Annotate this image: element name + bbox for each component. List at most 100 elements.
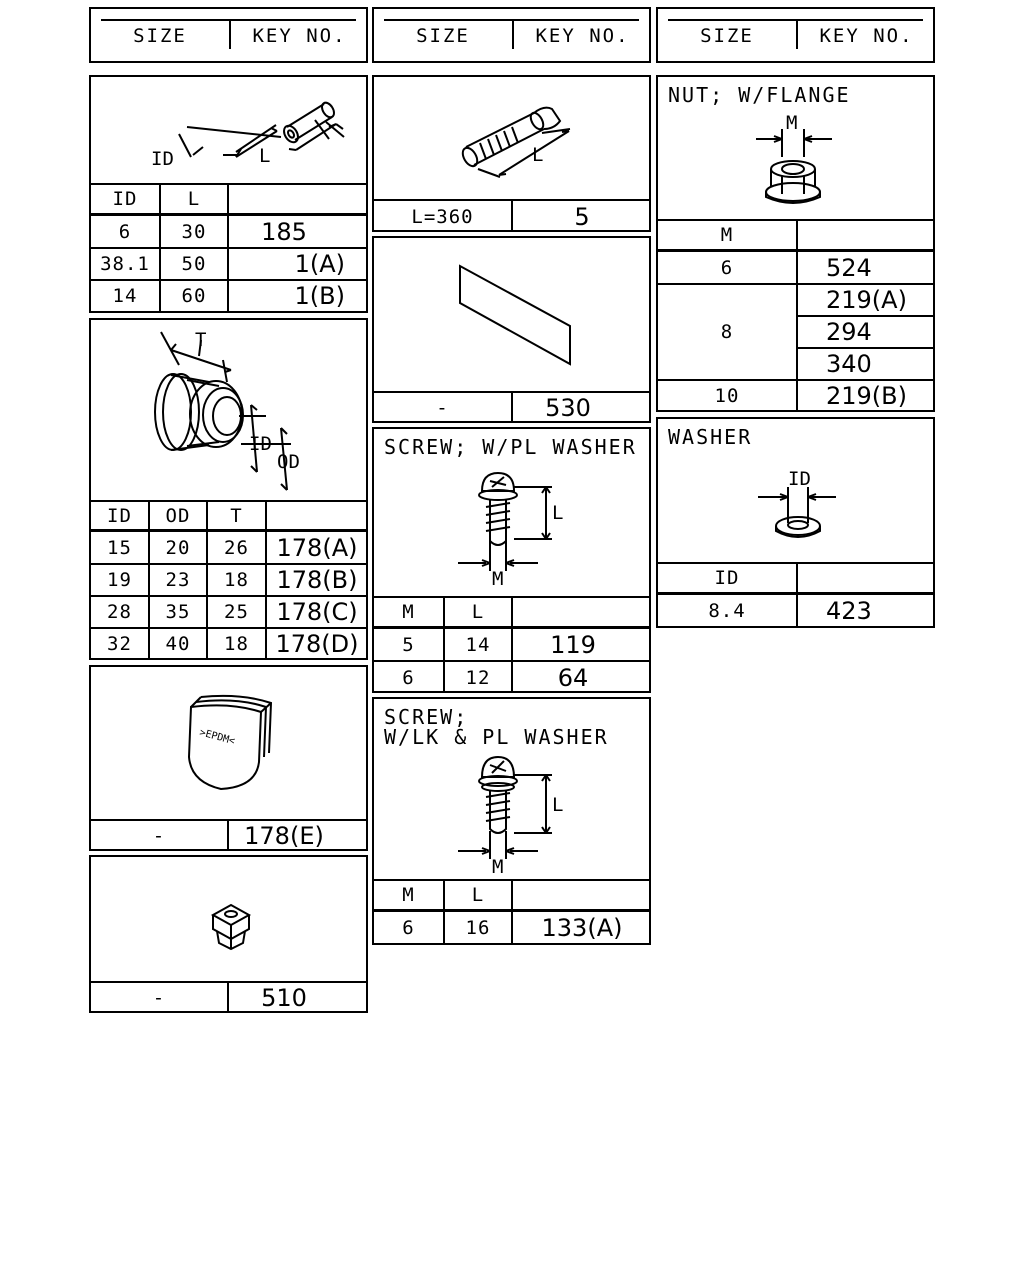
- washer-icon: ID: [758, 468, 836, 538]
- key-number: 1(B): [294, 282, 345, 310]
- key-number: 510: [261, 984, 307, 1012]
- grommet-header-t: T: [230, 504, 243, 527]
- table-cell: 15: [107, 536, 132, 559]
- part-clip-nut: - 510: [89, 855, 368, 1013]
- stud-size: L=360: [411, 205, 474, 228]
- grommet-icon: T ID OD: [154, 329, 300, 491]
- screw1-header-l: L: [471, 601, 485, 623]
- screw2-title-line2: W/LK & PL WASHER: [384, 725, 609, 749]
- key-number: 178(B): [276, 566, 358, 594]
- part-washer: WASHER ID ID 8.4 423: [656, 417, 935, 628]
- key-number: 423: [826, 596, 872, 625]
- table-cell: 6: [720, 256, 734, 279]
- nut-header-m: M: [720, 224, 734, 246]
- table-cell: 40: [165, 633, 191, 655]
- table-cell: 16: [465, 916, 491, 939]
- header-size-label: SIZE: [133, 25, 187, 47]
- stud-bolt-icon: L: [461, 106, 571, 178]
- table-cell: 35: [165, 601, 191, 623]
- table-cell: 18: [224, 633, 249, 655]
- table-cell: 6: [118, 220, 132, 243]
- nut-flange-icon: M: [756, 112, 832, 204]
- table-cell: 25: [224, 601, 249, 623]
- table-cell: 20: [165, 536, 191, 559]
- tube-header-l: L: [187, 188, 201, 210]
- header-key-label: KEY NO.: [819, 25, 914, 47]
- key-number: 340: [826, 350, 872, 378]
- table-cell: 30: [181, 220, 207, 243]
- cap-epdm-icon: >EPDM<: [187, 694, 273, 791]
- part-grommet: T ID OD ID OD T 15 20 26 178(A) 19 23 18…: [89, 318, 368, 660]
- screw1-dim-m: M: [492, 568, 503, 590]
- part-spacer-tube: ID L ID L 6 30 185 38.1 50 1(A) 14 60 1(…: [89, 75, 368, 313]
- tube-dim-id: ID: [151, 148, 174, 170]
- table-cell: 28: [107, 601, 132, 623]
- table-cell: 14: [112, 285, 138, 307]
- grommet-header-od: OD: [165, 504, 191, 527]
- table-cell: 12: [465, 666, 491, 689]
- key-number: 524: [826, 253, 872, 282]
- square-nut-clip-icon: [210, 903, 252, 951]
- nut-dim-m: M: [786, 112, 797, 134]
- screw2-dim-l: L: [552, 794, 563, 816]
- table-cell: 60: [181, 285, 207, 307]
- key-number: 219(B): [826, 382, 907, 410]
- washer-header-id: ID: [714, 567, 740, 589]
- key-number: 1(A): [294, 250, 345, 278]
- tape-strip-icon: [459, 264, 571, 366]
- table-cell: 50: [181, 253, 207, 275]
- screw1-dim-l: L: [552, 502, 563, 524]
- table-cell: 10: [714, 385, 740, 407]
- key-number: 294: [826, 318, 872, 346]
- screw-pl-washer-icon: L M: [458, 471, 563, 590]
- key-number: 219(A): [826, 286, 907, 314]
- nut-title: NUT; W/FLANGE: [668, 83, 851, 107]
- key-number: 185: [261, 217, 307, 246]
- part-stud-bolt: L L=360 5: [372, 75, 651, 232]
- table-cell: 8: [720, 321, 734, 343]
- part-screw-lk-pl-washer: SCREW; W/LK & PL WASHER L M M L 6 16 133…: [372, 697, 651, 945]
- table-cell: 18: [224, 569, 249, 591]
- tube-header-id: ID: [112, 188, 138, 210]
- header-col1: SIZE KEY NO.: [89, 7, 368, 63]
- table-cell: 5: [402, 633, 415, 656]
- clip-size: -: [152, 987, 166, 1009]
- table-cell: 23: [165, 569, 191, 591]
- part-epdm-cap: >EPDM< - 178(E): [89, 665, 368, 851]
- screw2-title-line1: SCREW;: [384, 705, 469, 729]
- header-size-label: SIZE: [700, 25, 754, 47]
- key-number: 119: [550, 630, 596, 659]
- grommet-dim-od: OD: [277, 451, 300, 473]
- grommet-dim-t: T: [195, 329, 206, 351]
- cap-marking: >EPDM<: [198, 727, 236, 747]
- part-screw-pl-washer: SCREW; W/PL WASHER L M M L 5 14 119 6 12…: [372, 427, 651, 693]
- header-col3: SIZE KEY NO.: [656, 7, 935, 63]
- grommet-dim-id: ID: [249, 433, 272, 455]
- washer-title: WASHER: [668, 425, 753, 449]
- stud-dim-l: L: [532, 144, 543, 166]
- cap-size: -: [152, 825, 166, 847]
- header-key-label: KEY NO.: [535, 25, 630, 47]
- spacer-tube-icon: ID L: [151, 101, 345, 170]
- key-number: 133(A): [541, 913, 623, 942]
- screw-lk-pl-washer-icon: L M: [458, 755, 563, 878]
- header-size-label: SIZE: [416, 25, 470, 47]
- tube-dim-l: L: [259, 145, 270, 167]
- header-col2: SIZE KEY NO.: [372, 7, 651, 63]
- screw1-title: SCREW; W/PL WASHER: [384, 435, 637, 459]
- table-cell: 32: [107, 633, 132, 655]
- tape-size: -: [436, 397, 449, 419]
- screw2-header-m: M: [402, 884, 415, 906]
- part-tape-strip: - 530: [372, 236, 651, 423]
- table-cell: 6: [402, 916, 415, 939]
- header-key-label: KEY NO.: [252, 25, 347, 47]
- part-nut-flange: NUT; W/FLANGE M M 6 524 8 219(A) 294 340…: [656, 75, 935, 412]
- screw1-header-m: M: [402, 601, 415, 623]
- table-cell: 14: [465, 633, 491, 656]
- table-cell: 8.4: [708, 599, 746, 622]
- key-number: 178(C): [276, 598, 358, 626]
- key-number: 64: [557, 663, 589, 692]
- key-number: 178(E): [244, 822, 324, 850]
- table-cell: 38.1: [100, 253, 150, 275]
- washer-dim-id: ID: [788, 468, 811, 490]
